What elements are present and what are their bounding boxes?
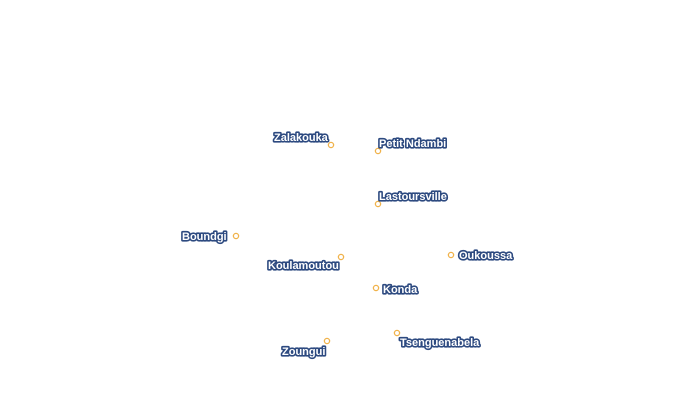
- place-zalakouka[interactable]: Zalakouka: [272, 130, 335, 149]
- place-marker[interactable]: [232, 232, 240, 240]
- place-label: Koulamoutou: [268, 260, 339, 272]
- place-marker[interactable]: [372, 284, 380, 292]
- place-zoungui[interactable]: Zoungui: [280, 337, 331, 360]
- place-petit-ndambi[interactable]: Petit Ndambi: [374, 136, 448, 155]
- place-konda[interactable]: Konda: [372, 282, 420, 298]
- place-label: Zalakouka: [274, 132, 329, 144]
- place-label: Petit Ndambi: [379, 138, 446, 150]
- place-lastoursville[interactable]: Lastoursville: [374, 189, 448, 208]
- place-label: Lastoursville: [379, 191, 447, 203]
- place-marker[interactable]: [393, 329, 401, 337]
- place-tsenguenabela[interactable]: Tsenguenabela: [393, 329, 482, 351]
- place-marker[interactable]: [327, 141, 335, 149]
- place-label: Zoungui: [282, 346, 325, 358]
- place-marker[interactable]: [374, 200, 382, 208]
- place-koulamoutou[interactable]: Koulamoutou: [266, 253, 345, 274]
- place-boundgi[interactable]: Boundgi: [180, 229, 240, 245]
- place-marker[interactable]: [374, 147, 382, 155]
- place-label: Konda: [383, 284, 418, 296]
- place-label: Tsenguenabela: [400, 337, 480, 349]
- place-label: Oukoussa: [459, 250, 513, 262]
- place-oukoussa[interactable]: Oukoussa: [447, 248, 515, 264]
- place-marker[interactable]: [447, 251, 455, 259]
- place-label: Boundgi: [182, 231, 227, 243]
- place-marker[interactable]: [323, 337, 331, 345]
- place-marker[interactable]: [337, 253, 345, 261]
